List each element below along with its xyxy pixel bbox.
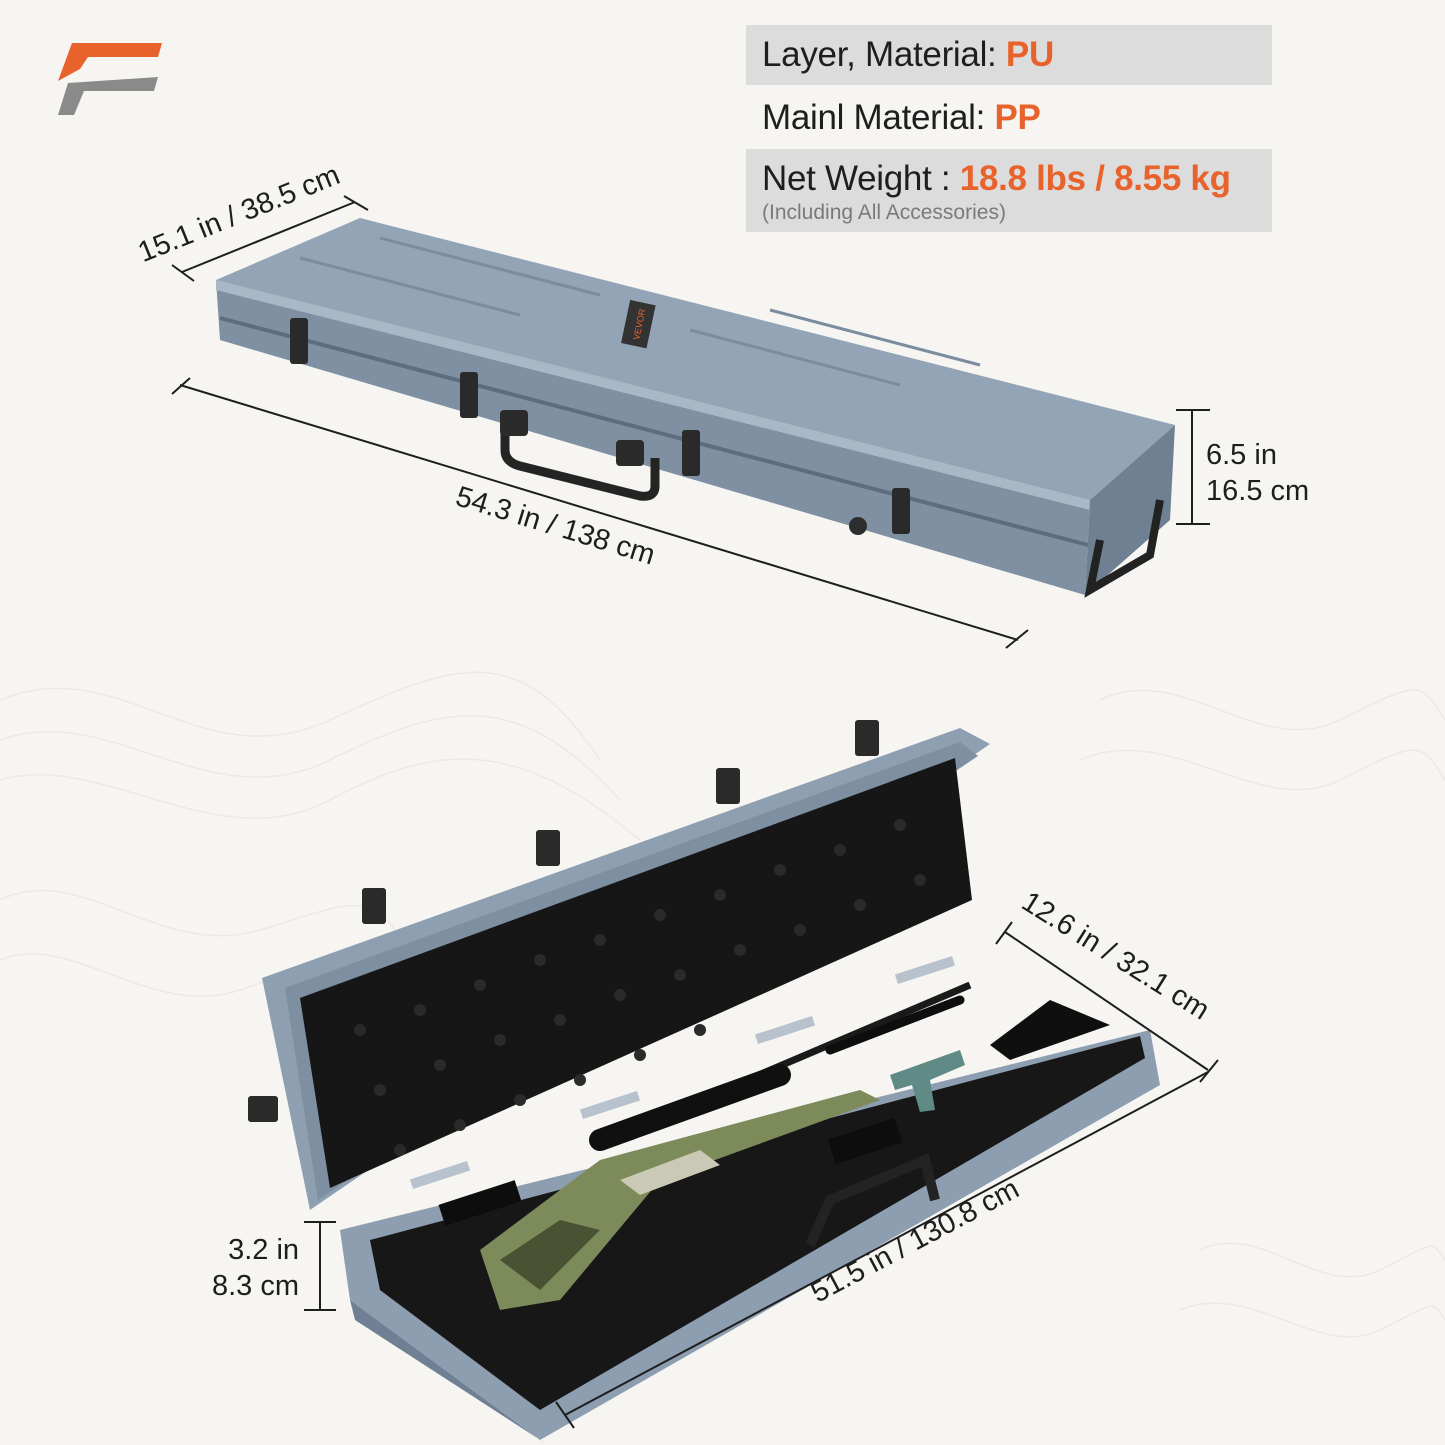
spec-layer-value: PU: [1005, 35, 1054, 74]
brand-logo-icon: [58, 43, 162, 115]
spec-main-value: PP: [994, 98, 1041, 137]
closed-height-in: 6.5 in: [1206, 439, 1277, 471]
closed-height-label: 6.5 in 16.5 cm: [1206, 437, 1309, 509]
spec-weight-value: 18.8 lbs / 8.55 kg: [959, 159, 1231, 198]
spec-main-material: Mainl Material: PP: [746, 85, 1272, 147]
spec-weight-note: (Including All Accessories): [762, 201, 1006, 224]
spec-layer-material: Layer, Material: PU: [746, 25, 1272, 85]
spec-net-weight: Net Weight : 18.8 lbs / 8.55 kg (Includi…: [746, 149, 1272, 232]
closed-height-cm: 16.5 cm: [1206, 475, 1310, 507]
spec-main-label: Mainl Material:: [762, 98, 986, 137]
spec-layer-label: Layer, Material:: [762, 35, 997, 74]
open-depth-label: 3.2 in 8.3 cm: [212, 1232, 299, 1304]
open-case-image: [248, 720, 1160, 1445]
open-depth-in: 3.2 in: [228, 1234, 300, 1266]
open-depth-cm: 8.3 cm: [212, 1270, 300, 1302]
closed-case-image: VEVOR: [216, 218, 1175, 598]
spec-weight-label: Net Weight :: [762, 159, 951, 198]
